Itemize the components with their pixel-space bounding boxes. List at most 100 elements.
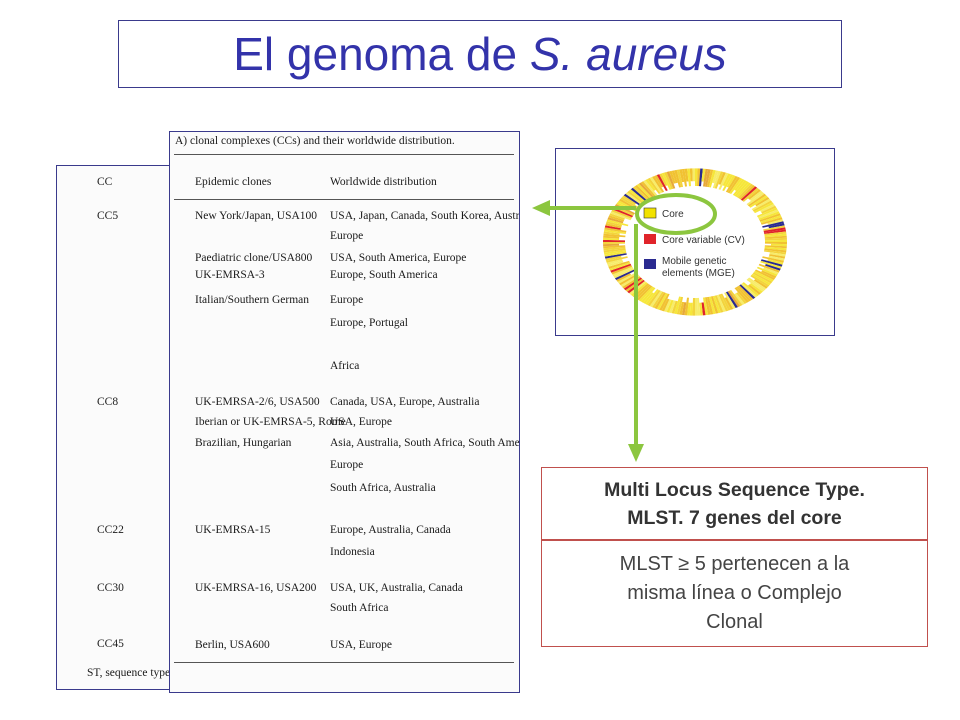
genome-ring-segment xyxy=(696,297,701,316)
distribution-line: Indonesia xyxy=(330,546,375,558)
genome-ring-segment xyxy=(603,237,620,241)
genome-ring-segment xyxy=(752,200,773,212)
genome-ring-segment xyxy=(764,239,787,242)
genome-ring-segment xyxy=(739,185,756,200)
genome-ring-segment xyxy=(647,289,661,307)
table-image-back: CC CC5 CC8 CC22 CC30 CC45 ST, sequence t… xyxy=(56,165,176,690)
mlst-body-line1: MLST ≥ 5 pertenecen a la xyxy=(619,553,850,575)
genome-ring-segment xyxy=(612,207,634,218)
genome-ring-segment xyxy=(767,219,784,225)
genome-ring-segment xyxy=(674,296,682,315)
genome-ring-segment xyxy=(676,296,684,315)
genome-ring-segment xyxy=(710,296,719,314)
genome-ring-segment xyxy=(725,175,738,193)
genome-ring-segment xyxy=(607,217,624,224)
legend-swatch-mge xyxy=(644,259,656,269)
genome-ring-segment xyxy=(664,172,674,190)
table-rule-header xyxy=(174,199,514,200)
genome-ring-segment xyxy=(679,169,685,183)
genome-ring-svg: Core Core variable (CV) Mobile genetic e… xyxy=(603,168,787,316)
genome-ring-segment xyxy=(725,291,738,309)
header-distribution: Worldwide distribution xyxy=(330,176,437,188)
genome-ring-segment xyxy=(671,300,678,314)
genome-ring-segment xyxy=(611,265,633,275)
genome-ring-segment xyxy=(722,173,731,186)
genome-ring-segment xyxy=(613,268,635,279)
genome-ring-segment xyxy=(622,195,637,205)
genome-ring-segment xyxy=(692,168,695,182)
genome-ring-segment xyxy=(726,175,736,188)
back-footer: ST, sequence type xyxy=(87,667,171,679)
genome-ring-segment xyxy=(612,266,634,277)
genome-ring-segment xyxy=(603,249,627,255)
back-cc30: CC30 xyxy=(97,582,124,594)
genome-ring-segment xyxy=(740,283,758,298)
genome-ring-segment xyxy=(712,295,721,314)
genome-ring-segment xyxy=(603,233,626,238)
clone-line: UK-EMRSA-15 xyxy=(195,524,271,536)
genome-ring-segment xyxy=(640,287,656,303)
genome-ring-segment xyxy=(614,269,636,281)
distribution-line: Europe, South America xyxy=(330,269,438,281)
genome-ring-segment xyxy=(681,302,687,316)
genome-legend: Core Core variable (CV) Mobile genetic e… xyxy=(643,207,745,279)
genome-ring-segment xyxy=(664,299,672,312)
genome-ring-segment xyxy=(753,270,774,282)
clone-line: UK-EMRSA-2/6, USA500 xyxy=(195,396,320,408)
genome-ring-segment xyxy=(736,292,747,304)
back-cc8: CC8 xyxy=(97,396,119,408)
genome-ring-segment xyxy=(752,272,773,284)
genome-ring-segment xyxy=(734,181,750,197)
genome-ring-segment xyxy=(714,171,724,189)
genome-ring-segment xyxy=(689,168,693,182)
genome-ring-segment xyxy=(758,211,780,221)
genome-ring-segment xyxy=(759,213,781,222)
genome-ring-segment xyxy=(727,290,741,308)
genome-ring-segment xyxy=(654,175,664,188)
clone-line: UK-EMRSA-3 xyxy=(195,269,265,281)
genome-ring-segment xyxy=(760,203,776,213)
header-clones: Epidemic clones xyxy=(195,176,272,188)
genome-ring-segment xyxy=(699,302,703,316)
mlst-title-box: Multi Locus Sequence Type. MLST. 7 genes… xyxy=(541,467,928,541)
genome-ring-segment xyxy=(696,168,701,187)
mlst-body-box: MLST ≥ 5 pertenecen a la misma línea o C… xyxy=(541,540,928,647)
genome-ring-segment xyxy=(750,274,770,287)
genome-ring-segment xyxy=(610,211,632,221)
genome-ring-segment xyxy=(734,293,745,306)
genome-ring-segment xyxy=(603,245,626,249)
genome-ring-segment xyxy=(609,262,631,271)
genome-ring-segment xyxy=(768,255,785,261)
genome-ring-segment xyxy=(767,259,784,265)
genome-ring-segment xyxy=(722,174,734,192)
genome-ring-segment xyxy=(727,176,741,194)
genome-ring-segment xyxy=(720,293,731,311)
genome-ring-segment xyxy=(676,169,684,188)
genome-ring-segment xyxy=(769,252,786,257)
clone-line: Berlin, USA600 xyxy=(195,639,270,651)
back-header-cc: CC xyxy=(97,176,113,188)
genome-ring-segment xyxy=(758,263,780,273)
genome-ring-segment xyxy=(606,219,629,227)
genome-ring-segment xyxy=(640,181,656,197)
genome-ring-segment xyxy=(645,178,656,191)
genome-ring-segment xyxy=(756,266,778,277)
back-cc45: CC45 xyxy=(97,638,124,650)
genome-ring-segment xyxy=(753,279,768,289)
genome-ring-segment xyxy=(708,296,716,315)
genome-ring-segment xyxy=(764,242,787,245)
mlst-title-line2: MLST. 7 genes del core xyxy=(627,506,842,529)
arrow-to-mlst-head xyxy=(628,444,644,462)
clone-line: New York/Japan, USA100 xyxy=(195,210,318,222)
genome-ring-segment xyxy=(747,189,761,200)
table-rule-top xyxy=(174,154,514,155)
legend-swatch-cv xyxy=(644,234,656,244)
genome-ring-segment xyxy=(737,285,754,301)
genome-ring-segment xyxy=(712,170,721,189)
genome-ring-segment xyxy=(603,246,626,251)
distribution-line: Europe xyxy=(330,230,364,242)
genome-ring-segment xyxy=(606,221,623,227)
genome-ring-segment xyxy=(684,297,690,316)
genome-ring-segment xyxy=(666,171,676,189)
genome-ring-segment xyxy=(695,168,698,187)
